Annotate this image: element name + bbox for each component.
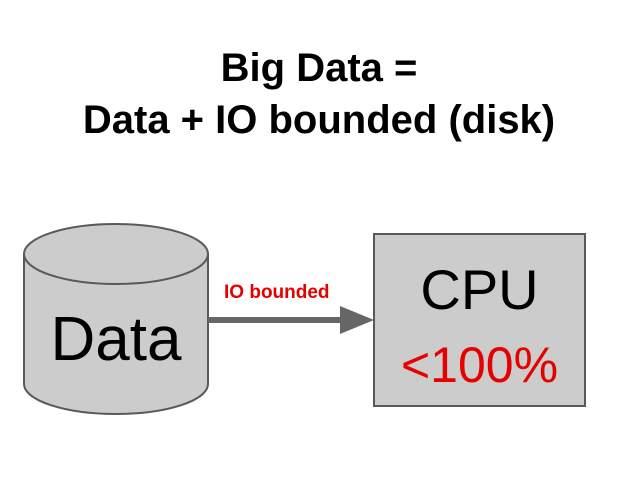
title-line-2: Data + IO bounded (disk) [82,98,556,142]
io-arrow [208,306,374,334]
data-label: Data [50,305,182,374]
cpu-label: CPU [420,258,539,321]
data-cylinder [23,223,209,415]
cpu-usage-label: <100% [400,337,559,393]
cpu-box [373,233,586,407]
title-line-1: Big Data = [220,46,418,90]
io-bounded-label: IO bounded [224,282,330,303]
